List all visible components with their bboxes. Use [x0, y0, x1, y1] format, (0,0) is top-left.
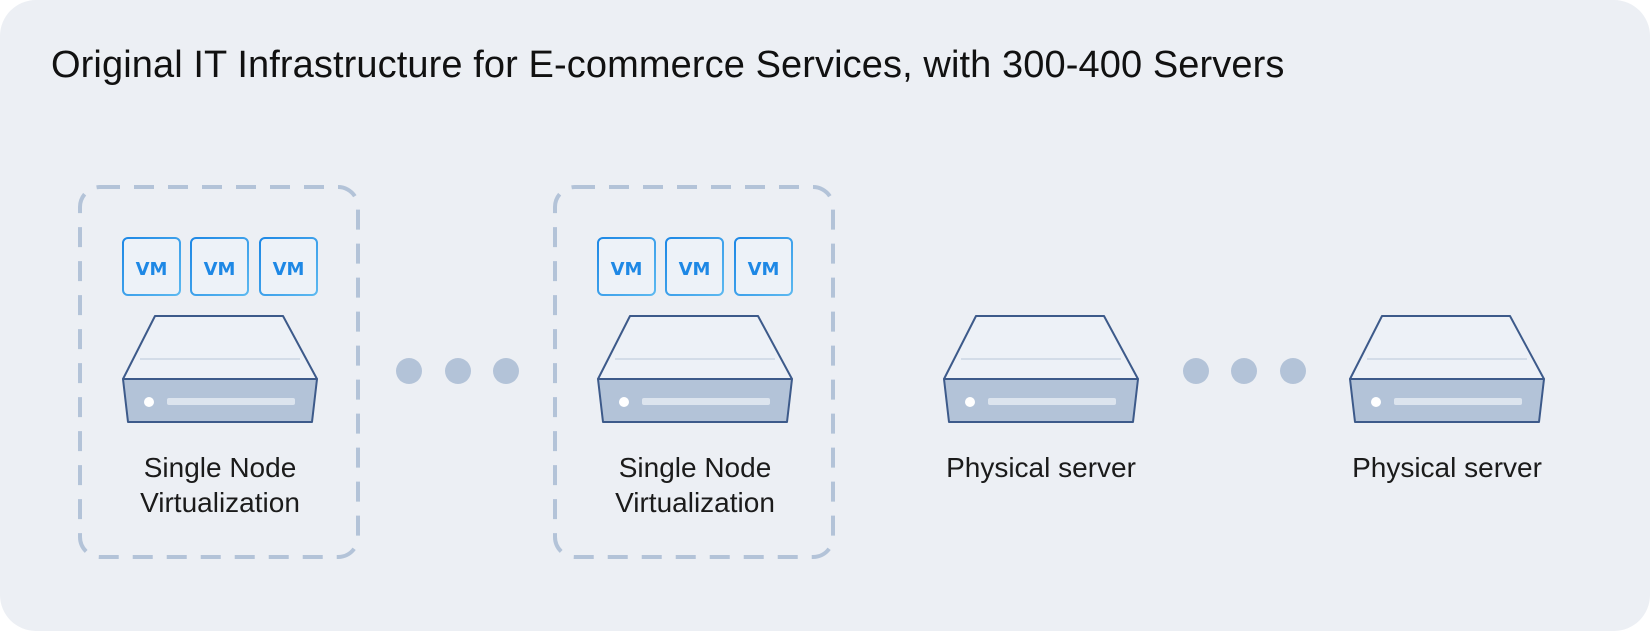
label-line: Single Node	[618, 452, 772, 483]
node-label-single-node-2: Single Node Virtualization	[565, 450, 825, 520]
virtualization-group-border-2	[553, 185, 835, 559]
server-icon	[122, 315, 318, 423]
node-label-physical-server-1: Physical server	[946, 452, 1136, 483]
vm-label: VM	[679, 259, 711, 280]
node-label-single-node-1: Single Node Virtualization	[90, 450, 350, 520]
vm-label: VM	[611, 259, 643, 280]
label-line: Virtualization	[615, 487, 775, 518]
vm-icon: VM	[190, 237, 249, 296]
label-line: Virtualization	[140, 487, 300, 518]
ellipsis-icon	[396, 358, 519, 384]
vm-group-1: VM VM VM	[122, 237, 318, 296]
virtualization-group-border-1	[78, 185, 360, 559]
vm-label: VM	[136, 259, 168, 280]
vm-icon: VM	[597, 237, 656, 296]
vm-icon: VM	[259, 237, 318, 296]
vm-icon: VM	[734, 237, 793, 296]
node-label-physical-server-2: Physical server	[1352, 452, 1542, 483]
label-line: Single Node	[143, 452, 297, 483]
vm-group-2: VM VM VM	[597, 237, 793, 296]
server-icon	[1349, 315, 1545, 423]
vm-label: VM	[204, 259, 236, 280]
vm-label: VM	[748, 259, 780, 280]
diagram-title: Original IT Infrastructure for E-commerc…	[51, 44, 1285, 86]
server-icon	[943, 315, 1139, 423]
vm-label: VM	[273, 259, 305, 280]
ellipsis-icon	[1183, 358, 1306, 384]
vm-icon: VM	[122, 237, 181, 296]
server-icon	[597, 315, 793, 423]
vm-icon: VM	[665, 237, 724, 296]
